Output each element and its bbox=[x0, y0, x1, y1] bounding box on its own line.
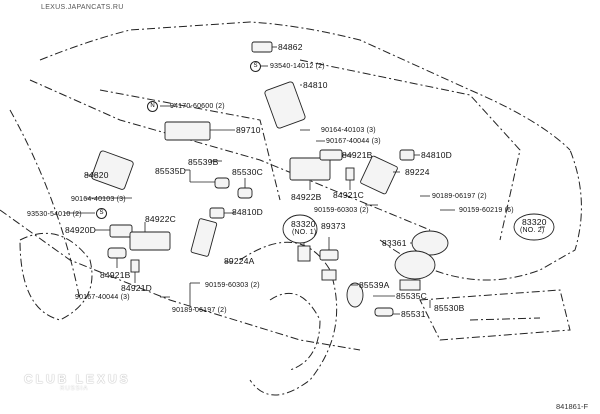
part-83320-no1 bbox=[297, 245, 311, 262]
label-90159-60303-bottom: 90159-60303 (2) bbox=[205, 282, 260, 289]
part-84810D-right bbox=[399, 149, 415, 161]
label-85530B: 85530B bbox=[434, 303, 465, 313]
label-83320-no2: 83320 bbox=[522, 217, 547, 227]
callout-ring-83320-no2 bbox=[513, 213, 555, 241]
label-89373: 89373 bbox=[321, 221, 346, 231]
label-90164-40103-left: 90164-40103 (3) bbox=[71, 196, 126, 203]
diagram-code: 841861-F bbox=[556, 402, 589, 411]
label-93530-54010: 93530-54010 (2) bbox=[27, 211, 82, 218]
label-85535C: 85535C bbox=[396, 291, 427, 301]
lower-body bbox=[0, 209, 361, 351]
s-symbol-icon: S bbox=[96, 208, 107, 219]
label-85539B: 85539B bbox=[188, 157, 219, 167]
label-83320-no1: 83320 bbox=[291, 219, 316, 229]
rear-window bbox=[299, 59, 521, 241]
part-85531 bbox=[374, 307, 394, 317]
label-84921B-left: 84921B bbox=[100, 270, 131, 280]
label-90189-06197-bottom: 90189-06197 (2) bbox=[172, 307, 227, 314]
label-85530C: 85530C bbox=[232, 167, 263, 177]
part-84810D-left bbox=[209, 207, 225, 219]
label-90189-06197-right: 90189-06197 (2) bbox=[432, 193, 487, 200]
label-84922C: 84922C bbox=[145, 214, 176, 224]
window-frame bbox=[99, 89, 281, 201]
label-89224A: 89224A bbox=[224, 256, 255, 266]
part-85535D bbox=[214, 177, 230, 189]
part-84922B bbox=[289, 157, 331, 181]
part-84820 bbox=[91, 150, 134, 190]
part-84920D bbox=[109, 224, 133, 238]
label-84810D-left: 84810D bbox=[232, 207, 263, 217]
label-90167-40044-top: 90167-40044 (3) bbox=[326, 138, 381, 145]
part-85530C bbox=[237, 187, 253, 199]
watermark-logo: CLUB LEXUS bbox=[24, 372, 131, 386]
part-84921B-top bbox=[319, 149, 343, 161]
part-84862 bbox=[251, 41, 273, 53]
part-89224A bbox=[190, 218, 218, 257]
part-89710 bbox=[164, 121, 211, 141]
part-89224 bbox=[360, 155, 398, 195]
part-84921B-left bbox=[107, 247, 127, 259]
label-84921D: 84921D bbox=[121, 283, 152, 293]
part-84810 bbox=[264, 81, 306, 129]
label-89224: 89224 bbox=[405, 167, 430, 177]
label-83361: 83361 bbox=[382, 238, 407, 248]
part-fuel-pump-plate bbox=[394, 250, 436, 280]
source-url: LEXUS.JAPANCATS.RU bbox=[41, 4, 124, 11]
front-door-edge bbox=[9, 109, 81, 301]
label-93540-14012: 93540-14012 (2) bbox=[270, 63, 325, 70]
label-90159-60303-top: 90159-60303 (2) bbox=[314, 207, 369, 214]
label-84810D-right: 84810D bbox=[421, 150, 452, 160]
label-84921C: 84921C bbox=[333, 190, 364, 200]
part-83320-sensor bbox=[321, 269, 337, 281]
part-84921D bbox=[130, 259, 140, 273]
label-84920D: 84920D bbox=[65, 225, 96, 235]
rear-wheel-arch bbox=[239, 241, 338, 396]
label-84922B: 84922B bbox=[291, 192, 322, 202]
label-84820: 84820 bbox=[84, 170, 109, 180]
label-84921B-top: 84921B bbox=[342, 150, 373, 160]
label-84862: 84862 bbox=[278, 42, 303, 52]
n-symbol-icon: N bbox=[147, 101, 158, 112]
label-90167-40044-bottom: 90167-40044 (3) bbox=[75, 294, 130, 301]
label-85539A: 85539A bbox=[359, 280, 390, 290]
roof-line bbox=[39, 21, 571, 151]
label-94170-60600: 94170-60600 (2) bbox=[170, 103, 225, 110]
watermark-subtitle: RUSSIA bbox=[60, 386, 89, 392]
license-plate-area bbox=[469, 317, 541, 321]
label-85535D: 85535D bbox=[155, 166, 186, 176]
part-85535C bbox=[346, 282, 364, 308]
label-85531: 85531 bbox=[401, 309, 426, 319]
callout-ring-83320-no1 bbox=[282, 214, 318, 244]
part-89373 bbox=[319, 249, 339, 261]
rear-bumper bbox=[419, 289, 571, 341]
label-83320-no1-sub: (NO. 1) bbox=[292, 229, 317, 236]
s-symbol-icon: S bbox=[250, 61, 261, 72]
label-84810: 84810 bbox=[303, 80, 328, 90]
label-90159-60219: 90159-60219 (6) bbox=[459, 207, 514, 214]
label-90164-40103-top: 90164-40103 (3) bbox=[321, 127, 376, 134]
label-89710: 89710 bbox=[236, 125, 261, 135]
part-fuel-pump bbox=[399, 279, 421, 291]
label-83320-no2-sub: (NO. 2) bbox=[520, 227, 545, 234]
front-wheel-arch bbox=[19, 232, 93, 321]
part-84921C bbox=[345, 167, 355, 181]
rear-wheel bbox=[269, 292, 321, 371]
part-84922C bbox=[129, 231, 171, 251]
